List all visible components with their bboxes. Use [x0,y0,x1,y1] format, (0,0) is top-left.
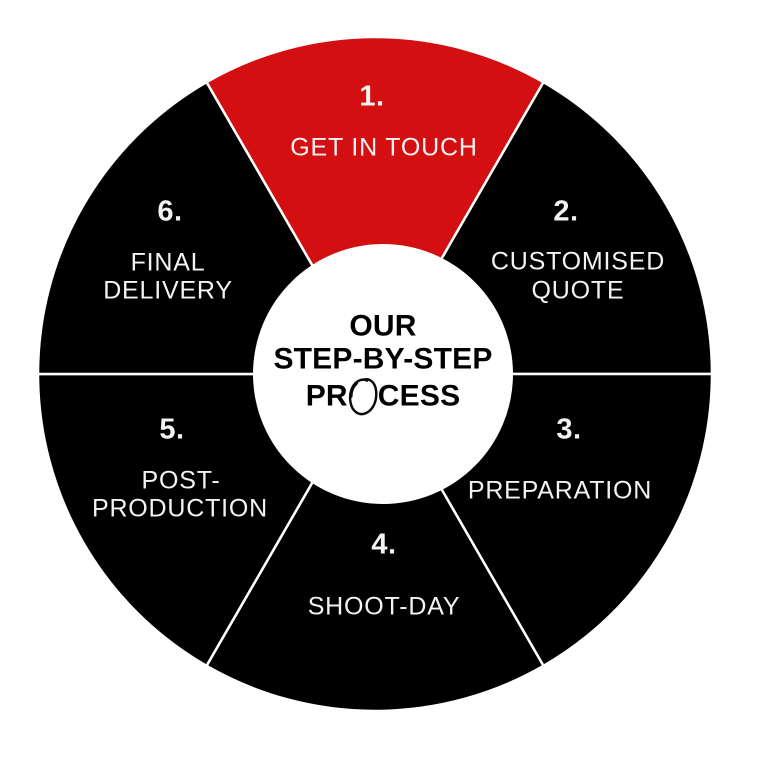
segment-5-label-line2: PRODUCTION [91,494,269,523]
segment-1-number: 1. [359,80,385,113]
segment-4-label: SHOOT-DAY [307,592,461,621]
center-title-line3: PR CESS [273,376,492,416]
segment-5-label-line1: POST- [141,466,221,495]
segment-1-wedge [205,35,545,376]
segment-4-number: 4. [371,528,397,561]
segment-6-number: 6. [157,195,183,228]
segment-1-label: GET IN TOUCH [290,133,478,162]
segment-6-label-line2: DELIVERY [103,276,233,305]
segment-2-label-line2: QUOTE [531,276,625,305]
segment-6-label-line1: FINAL [130,248,206,277]
segment-4-wedge [205,372,545,713]
segment-2-number: 2. [553,195,579,228]
segment-3-number: 3. [556,413,582,446]
segment-5-number: 5. [159,413,185,446]
segment-2-label-line1: CUSTOMISED [490,247,666,276]
center-title: OUR STEP-BY-STEP PR CESS [273,309,493,416]
center-hub-circle [253,244,513,504]
center-title-line1: OUR [349,309,417,343]
center-title-line3-prefix: PR [305,379,348,413]
hand-drawn-o-icon [349,378,378,416]
center-title-line2: STEP-BY-STEP [273,342,493,376]
segment-3-label: PREPARATION [467,476,653,505]
center-title-line3-suffix: CESS [377,379,461,413]
